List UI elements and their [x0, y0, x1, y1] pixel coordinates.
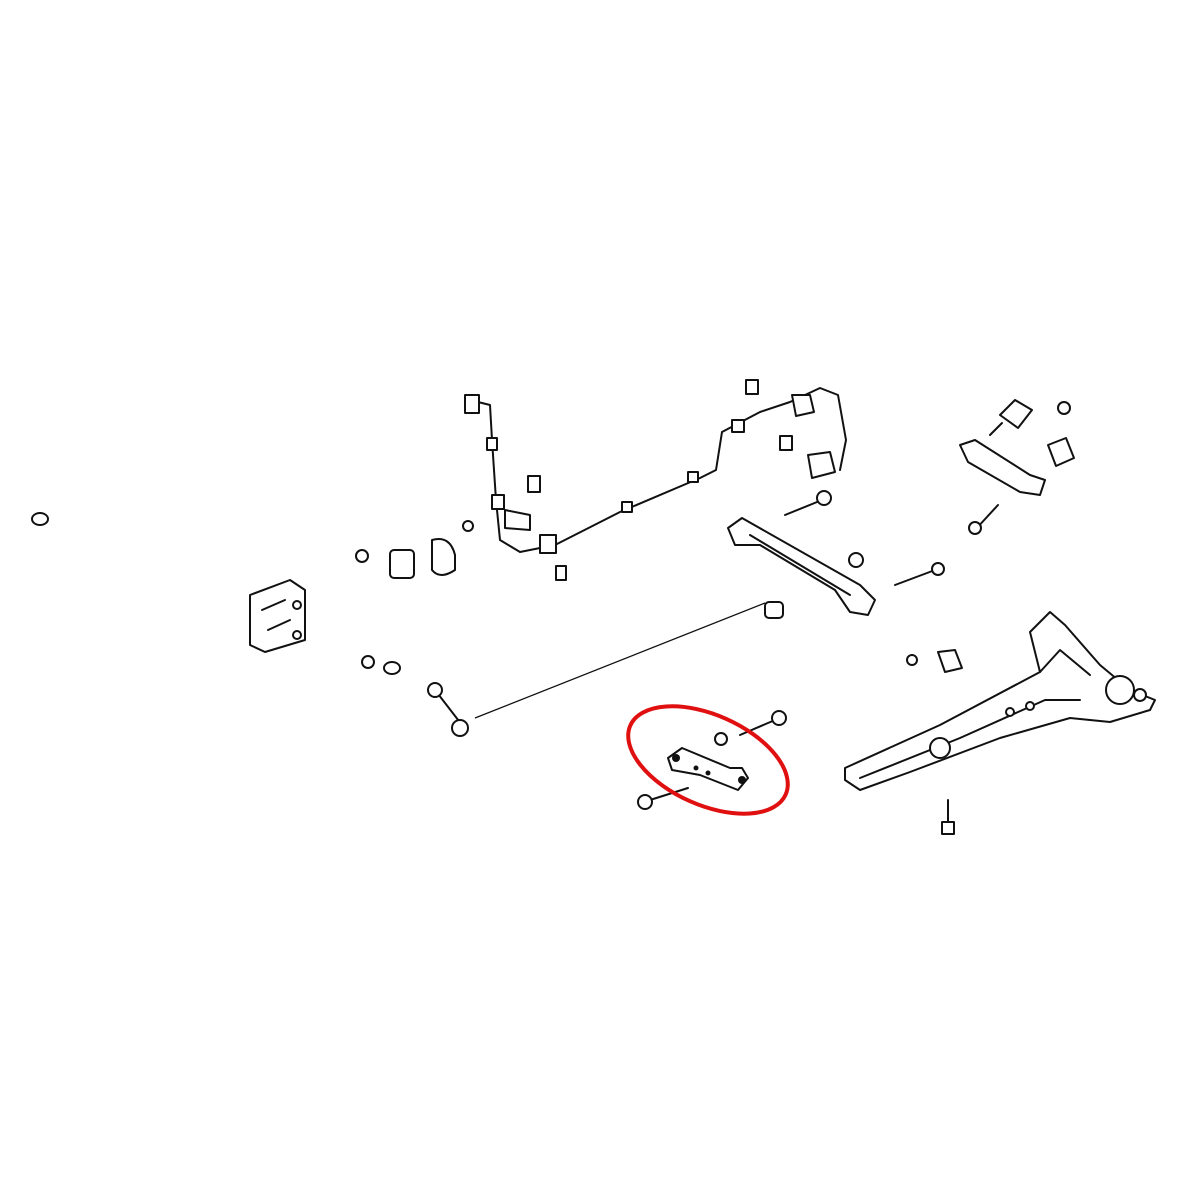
- trailing-arm-hub: [844, 611, 1156, 835]
- stabilizer-link: [427, 602, 766, 737]
- abs-sensor-wire: [464, 379, 847, 581]
- lower-control-arm: [727, 490, 945, 619]
- stabilizer-bracket: [249, 579, 306, 653]
- stabilizer-bar: [31, 492, 440, 675]
- highlight-ellipse: [626, 704, 790, 816]
- bar-bushings: [355, 520, 474, 669]
- compensator-arm: [637, 710, 787, 810]
- upper-arm-assembly: [959, 399, 1075, 535]
